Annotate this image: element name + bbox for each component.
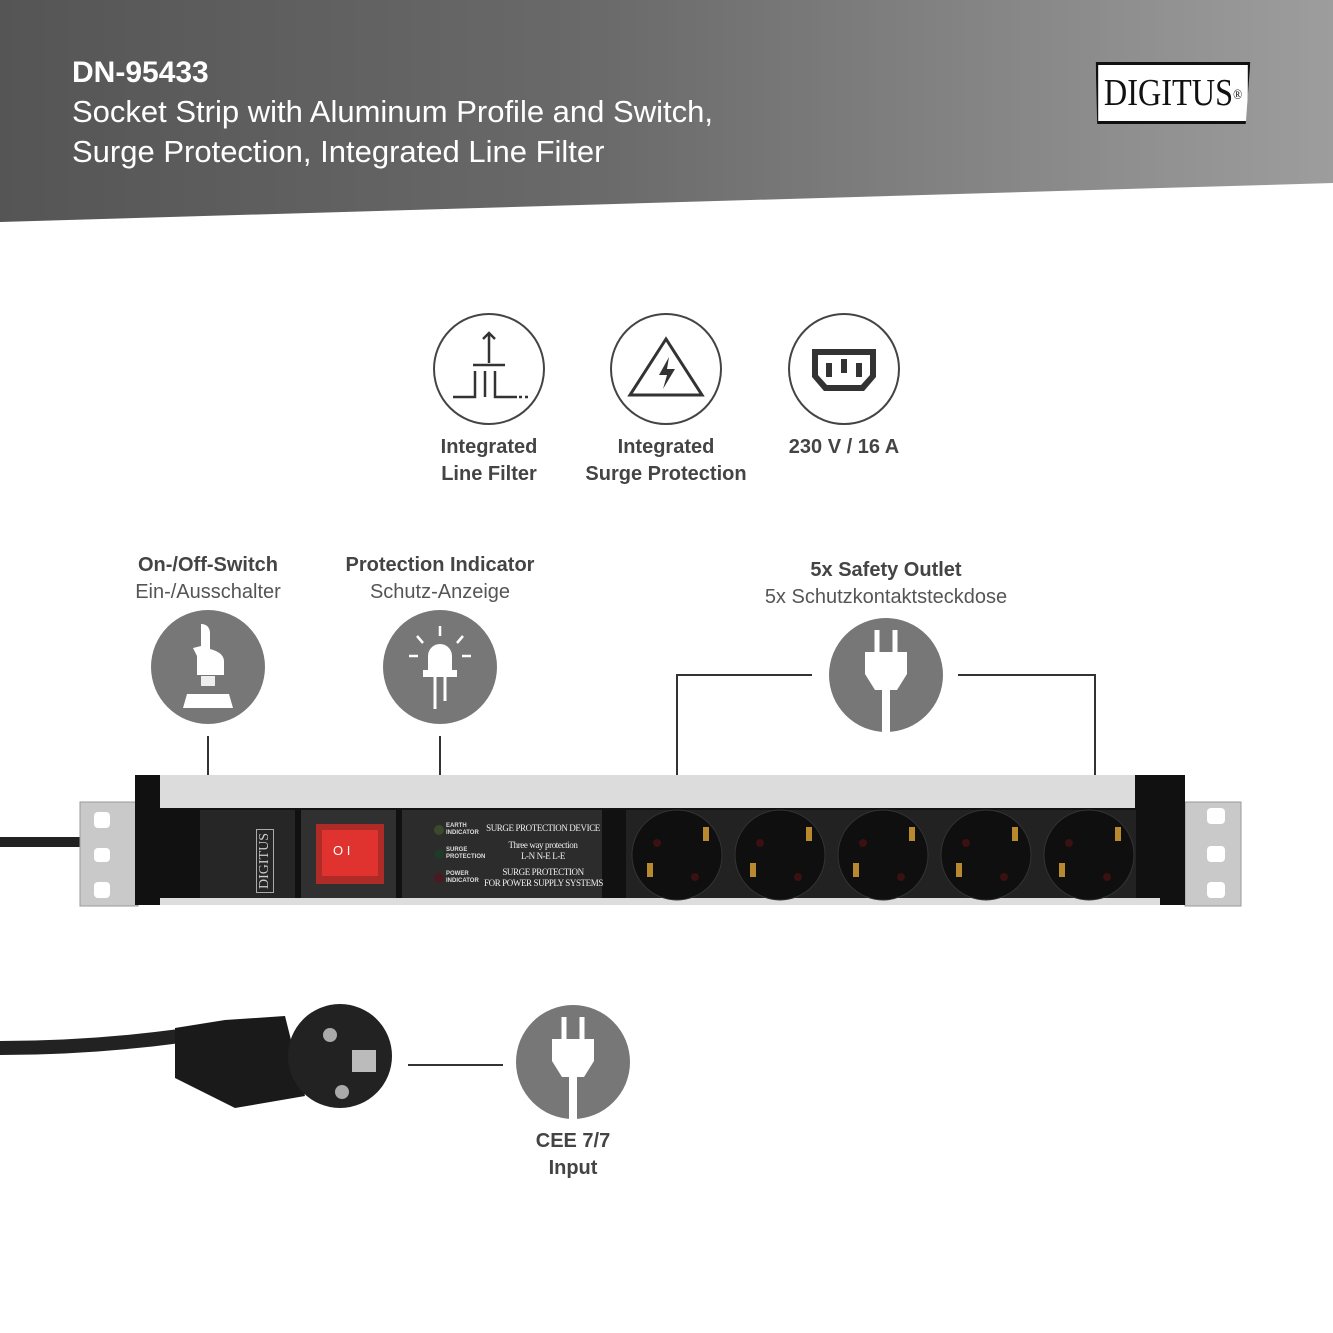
safety-outlet[interactable] bbox=[837, 809, 929, 901]
callout-title: On-/Off-Switch bbox=[138, 554, 278, 576]
outlet-hole bbox=[962, 839, 970, 847]
led-label: SURGE PROTECTION bbox=[446, 847, 486, 860]
switch-marking[interactable]: O I bbox=[333, 843, 351, 858]
led-label: POWER INDICATOR bbox=[446, 871, 479, 884]
connector-line bbox=[676, 674, 678, 798]
panel-text: L-N N-E L-E bbox=[520, 851, 566, 861]
feature-label: Integrated bbox=[440, 436, 538, 458]
feature-label: Line Filter bbox=[441, 463, 537, 485]
earth-clip bbox=[909, 827, 915, 841]
earth-clip bbox=[703, 827, 709, 841]
panel-text: SURGE PROTECTION bbox=[502, 867, 584, 877]
led-label: EARTH INDICATOR bbox=[446, 823, 479, 836]
outlet-hole bbox=[691, 873, 699, 881]
callout-subtitle: 5x Schutzkontaktsteckdose bbox=[764, 586, 1008, 608]
earth-clip bbox=[853, 863, 859, 877]
callout-title: Protection Indicator bbox=[345, 554, 535, 576]
outlet-hole bbox=[1103, 873, 1111, 881]
connector-line bbox=[1094, 674, 1096, 798]
outlet-hole bbox=[1000, 873, 1008, 881]
cee-plug bbox=[0, 1000, 392, 1112]
callout-outlets: 5x Safety Outlet 5x Schutzkontaktsteckdos… bbox=[736, 557, 1036, 611]
callout-subtitle: Ein-/Ausschalter bbox=[135, 581, 281, 603]
earth-clip bbox=[647, 863, 653, 877]
outlet-hole bbox=[897, 873, 905, 881]
outlet-hole bbox=[756, 839, 764, 847]
outlet-hole bbox=[794, 873, 802, 881]
finger-press-icon bbox=[151, 610, 265, 724]
logo-text: DIGITUS bbox=[1103, 72, 1234, 114]
callout-title: 5x Safety Outlet bbox=[810, 559, 962, 581]
feature-label: Surge Protection bbox=[585, 463, 747, 485]
callout-subtitle: Input bbox=[548, 1157, 598, 1179]
outlet-hole bbox=[859, 839, 867, 847]
feature-rating: 230 V / 16 A bbox=[758, 434, 930, 461]
feature-label: Integrated bbox=[617, 436, 715, 458]
earth-clip bbox=[806, 827, 812, 841]
connector-line bbox=[439, 736, 441, 806]
device-logo: DIGITUS bbox=[256, 829, 274, 893]
surge-triangle-icon bbox=[610, 313, 722, 425]
registered-mark: ® bbox=[1233, 88, 1243, 103]
surge-led bbox=[434, 849, 444, 859]
feature-label: 230 V / 16 A bbox=[788, 436, 900, 458]
earth-clip bbox=[1115, 827, 1121, 841]
earth-clip bbox=[1059, 863, 1065, 877]
callout-subtitle: Schutz-Anzeige bbox=[369, 581, 511, 603]
power-led bbox=[434, 873, 444, 883]
product-title-line1: Socket Strip with Aluminum Profile and S… bbox=[72, 94, 713, 129]
connector-line bbox=[958, 674, 1095, 676]
panel-text: Three way protection bbox=[508, 840, 578, 850]
line-filter-icon bbox=[433, 313, 545, 425]
earth-clip bbox=[956, 863, 962, 877]
connector-line bbox=[677, 674, 812, 676]
safety-outlet[interactable] bbox=[734, 809, 826, 901]
safety-outlet[interactable] bbox=[940, 809, 1032, 901]
socket-strip bbox=[0, 775, 1242, 907]
safety-outlet[interactable] bbox=[631, 809, 723, 901]
earth-clip bbox=[1012, 827, 1018, 841]
panel-title: SURGE PROTECTION DEVICE bbox=[486, 823, 600, 833]
earth-led bbox=[434, 825, 444, 835]
plug-icon bbox=[516, 1005, 630, 1119]
connector-line bbox=[207, 736, 209, 781]
outlet-hole bbox=[1065, 839, 1073, 847]
panel-text: FOR POWER SUPPLY SYSTEMS bbox=[484, 878, 603, 888]
plug-icon bbox=[829, 618, 943, 732]
earth-clip bbox=[750, 863, 756, 877]
connector-line bbox=[408, 1064, 503, 1066]
surge-panel-text: SURGE PROTECTION DEVICE Three way protec… bbox=[484, 823, 603, 889]
digitus-logo: DIGITUS® bbox=[1095, 62, 1251, 124]
callout-title: CEE 7/7 bbox=[535, 1130, 611, 1152]
iec-connector-icon bbox=[788, 313, 900, 425]
led-icon bbox=[383, 610, 497, 724]
model-number: DN-95433 bbox=[72, 56, 209, 89]
safety-outlet[interactable] bbox=[1043, 809, 1135, 901]
outlet-hole bbox=[653, 839, 661, 847]
product-title-line2: Surge Protection, Integrated Line Filter bbox=[72, 134, 605, 169]
